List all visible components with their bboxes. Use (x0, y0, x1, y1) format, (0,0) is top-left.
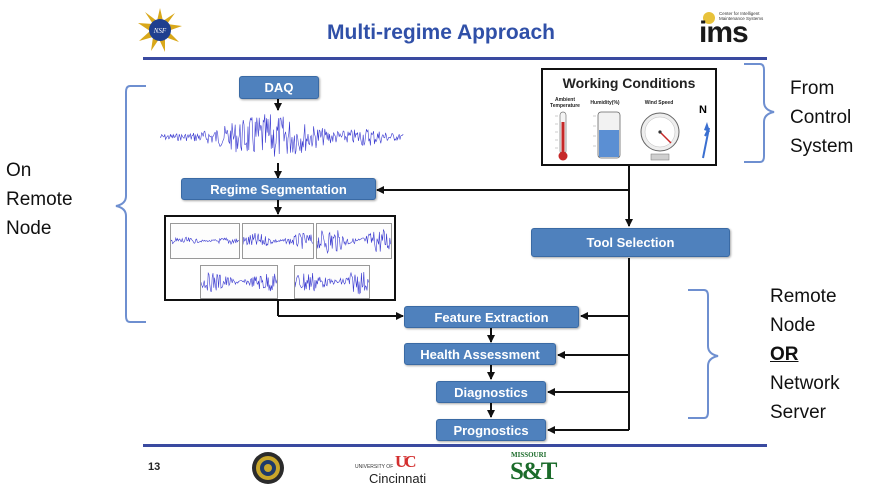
from-control-system-label: From Control System (790, 78, 854, 157)
segment-wave (316, 223, 392, 259)
ims-emblem-icon (703, 12, 715, 24)
segment-wave (242, 223, 314, 259)
ambient-temperature-label: Ambient Temperature (550, 97, 580, 109)
remote-node-or-network-server-label: Remote Node OR Network Server (770, 286, 840, 423)
regime-segmentation-box: Regime Segmentation (181, 178, 376, 200)
on-remote-node-label: On Remote Node (6, 160, 73, 239)
segment-wave (294, 265, 370, 299)
nsf-logo: NSF (137, 7, 183, 53)
missouri-small-text: MISSOURI (511, 451, 547, 459)
nsf-logo-text: NSF (153, 27, 167, 35)
missouri-st-logo: MISSOURI S&T (508, 451, 562, 489)
footer-rule (143, 444, 767, 447)
waveform-trace (159, 114, 404, 157)
cincinnati-logo: UC UNIVERSITY OF Cincinnati (355, 452, 430, 486)
waveform-trace (170, 236, 240, 245)
ims-logo-text: ims (699, 16, 749, 49)
waveform-trace (242, 232, 313, 249)
page-number: 13 (148, 461, 161, 473)
cincinnati-name: Cincinnati (369, 471, 427, 486)
cincinnati-small-text: UNIVERSITY OF (355, 464, 394, 470)
prognostics-box: Prognostics (436, 419, 546, 441)
daq-waveform (159, 111, 404, 163)
bottom-right-brace (688, 289, 719, 419)
compass-needle-icon (702, 122, 710, 159)
left-brace (115, 85, 146, 323)
ims-logo: Center for Intelligent Maintenance Syste… (697, 10, 775, 50)
page-title: Multi-regime Approach (327, 21, 555, 44)
michigan-seal-logo (251, 451, 285, 485)
header-rule (143, 57, 767, 60)
cincinnati-mark-icon: UC (395, 452, 416, 471)
waveform-trace (316, 228, 391, 254)
north-label: N (699, 104, 707, 116)
wind-speed-dial-icon (640, 112, 680, 161)
feature-extraction-box: Feature Extraction (404, 306, 579, 328)
segmented-waveforms-panel (164, 215, 396, 301)
or-label: OR (770, 344, 799, 365)
top-right-brace (744, 63, 775, 163)
working-conditions-title: Working Conditions (562, 75, 696, 91)
wind-speed-label: Wind Speed (644, 100, 674, 106)
segment-wave (170, 223, 240, 259)
tool-selection-box: Tool Selection (531, 228, 730, 257)
missouri-name: S&T (510, 458, 557, 485)
daq-box: DAQ (239, 76, 319, 99)
humidity-tank-icon (593, 111, 621, 159)
waveform-trace (294, 271, 369, 295)
diagnostics-box: Diagnostics (436, 381, 546, 403)
ims-logo-caption: Center for Intelligent Maintenance Syste… (719, 11, 764, 21)
working-conditions-panel: Working Conditions Ambient Temperature H… (541, 68, 717, 166)
health-assessment-box: Health Assessment (404, 343, 556, 365)
segment-wave (200, 265, 278, 299)
humidity-label: Humidity(%) (590, 100, 620, 106)
waveform-trace (200, 272, 278, 292)
thermometer-icon (555, 111, 568, 161)
